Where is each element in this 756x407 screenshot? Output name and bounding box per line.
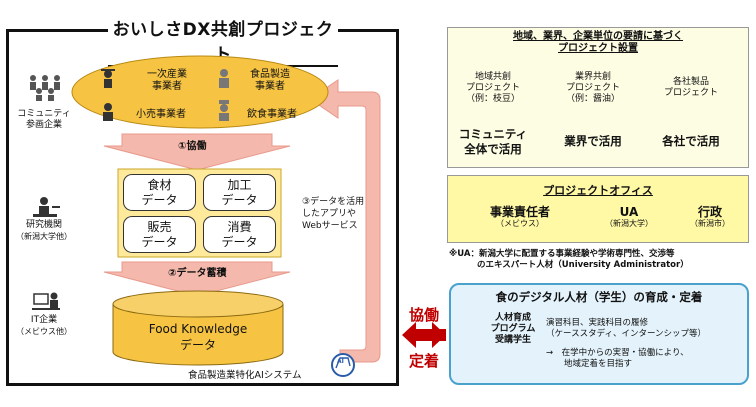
primary-industry-text: 一次産業事業者 [147, 69, 187, 92]
project-office-title: プロジェクトオフィス [543, 184, 653, 197]
food-knowledge-db [112, 304, 284, 366]
student-label: 人材育成プログラム受講学生 [490, 313, 536, 345]
retailer-text: 小売事業者 [136, 109, 186, 120]
regional-project-text: 地域共創プロジェクト（例：枝豆） [465, 71, 520, 104]
ai-head-icon [331, 353, 355, 377]
retailer-icon [103, 103, 113, 121]
collab-arrow [103, 133, 291, 171]
community-companies-icon [30, 75, 60, 101]
sales-data-card: 販売データ [123, 216, 196, 253]
ai-badge: AI [337, 358, 344, 365]
collab-label: ①協働 [178, 141, 207, 152]
role-ua: UA（新潟大学） [605, 205, 653, 228]
settlement-detail: → 在学中からの実習・協働により、地域定着を目指す [546, 348, 689, 369]
project-setup-box [447, 27, 749, 168]
settle-word: 定着 [409, 352, 440, 370]
industry-usage: 業界で活用 [564, 134, 622, 148]
ua-note: ※UA：新潟大学に配置する事業経験や学術専門性、交渉等のエキスパート人材（Uni… [449, 249, 689, 270]
farmer-icon [101, 69, 115, 88]
role-business-manager: 事業責任者（メビウス） [490, 205, 551, 228]
community-label: コミュニティ参画企業 [17, 109, 71, 130]
project-office-box [447, 175, 749, 243]
food-manufacturer-text: 食品製造事業者 [250, 69, 290, 92]
collab-word: 協働 [409, 306, 440, 324]
digital-talent-box [449, 283, 749, 385]
role-government: 行政（新潟市） [690, 205, 730, 228]
processing-data-card: 加工データ [203, 174, 276, 211]
accumulate-arrow [103, 261, 291, 297]
ingredient-data-card: 食材データ [123, 174, 196, 211]
consumption-data-card: 消費データ [203, 216, 276, 253]
company-usage: 各社で活用 [662, 134, 720, 148]
chef-icon [219, 100, 229, 121]
data-use-arrow [309, 79, 381, 363]
industry-project-text: 業界共創プロジェクト（例：醤油） [565, 71, 620, 104]
project-setup-title: 地域、業界、企業単位の要請に基づくプロジェクト設置 [513, 31, 683, 54]
ai-system-label: 食品製造業特化AIシステム [188, 370, 302, 381]
community-usage: コミュニティ全体で活用 [458, 127, 528, 156]
company-project-text: 各社製品プロジェクト [663, 77, 718, 98]
research-institution-icon [33, 197, 60, 217]
it-company-icon [32, 292, 60, 310]
digital-talent-title: 食のデジタル人材（学生）の育成・定着 [495, 290, 703, 304]
accumulate-label: ②データ蓄積 [168, 268, 227, 279]
research-label: 研究機関（新潟大学他） [16, 220, 72, 241]
curriculum-detail: 演習科目、実践科目の履修（ケーススタディ、インターンシップ等） [546, 318, 707, 339]
it-company-label: IT企業（メビウス他） [16, 315, 72, 336]
food-manufacturer-icon [219, 69, 229, 88]
restaurant-text: 飲食事業者 [247, 109, 297, 120]
participants-ellipse [71, 55, 329, 129]
